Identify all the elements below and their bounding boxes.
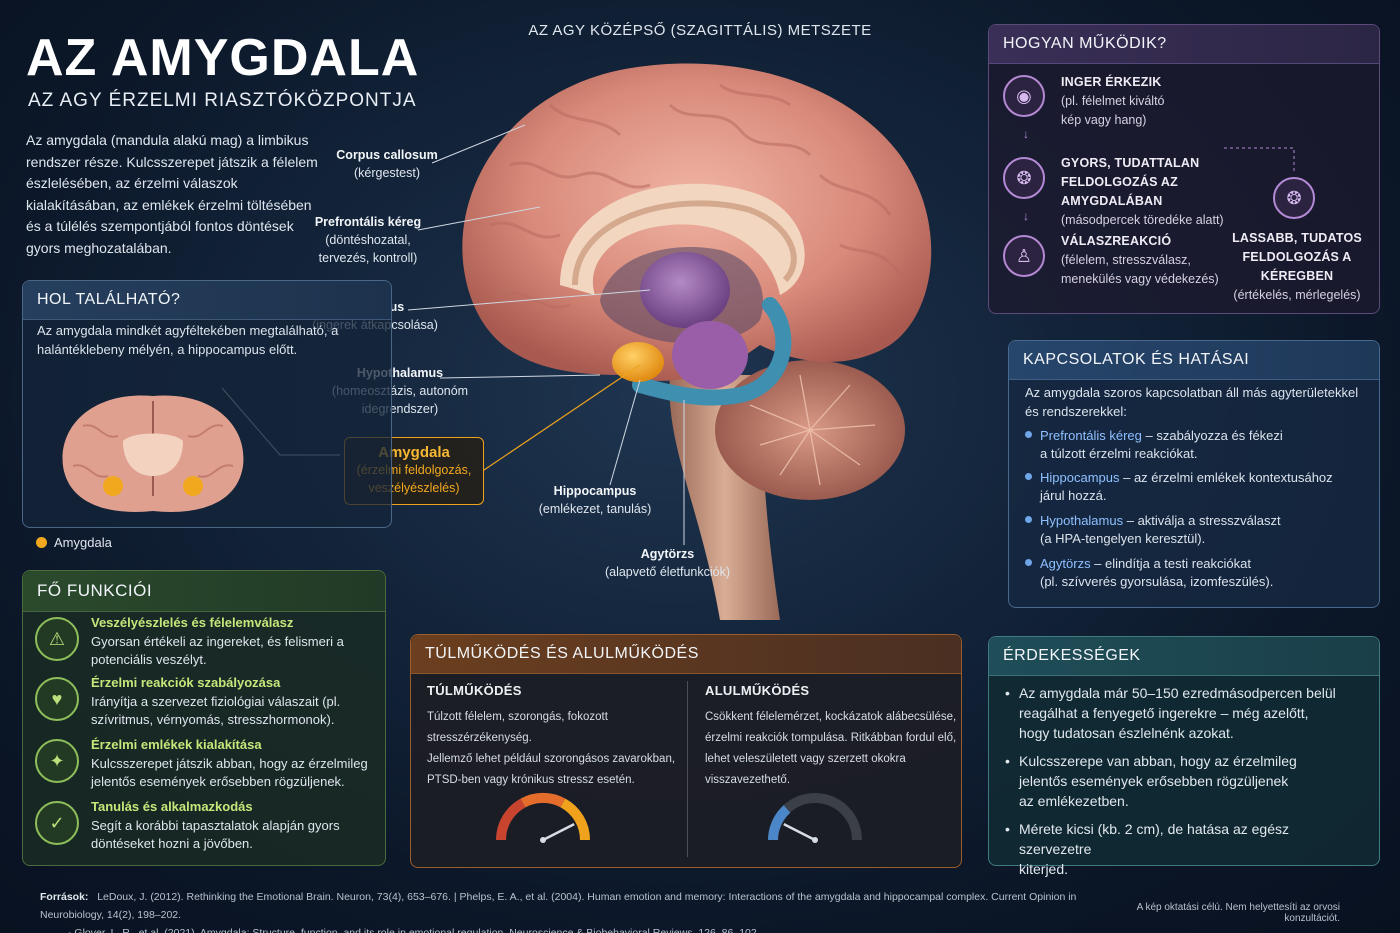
under-gauge [768, 793, 862, 843]
location-text: Az amygdala mindkét agyféltekében megtal… [37, 323, 339, 357]
how-step-stimulus: INGER ÉRKEZIK (pl. félelmet kiváltó kép … [1061, 75, 1165, 127]
connections-title: KAPCSOLATOK ÉS HATÁSAI [1009, 341, 1379, 380]
trivia-item: • Mérete kicsi (kb. 2 cm), de hatása az … [1005, 821, 1289, 877]
main-title: AZ AMYGDALA [26, 29, 420, 87]
dashed-arrow [1224, 147, 1295, 173]
disclaimer: A kép oktatási célú. Nem helyettesíti az… [1136, 902, 1340, 924]
arrow-down-icon: ↓ [1023, 209, 1029, 223]
connection-item: Agytörzs – elindítja a testi reakciókat … [1025, 555, 1375, 591]
under-title: ALULMŰKÖDÉS [705, 683, 810, 698]
connections-intro: Az amygdala szoros kapcsolatban áll más … [1025, 385, 1359, 419]
how-step-processing: GYORS, TUDATTALAN FELDOLGOZÁS AZ AMYGDAL… [1061, 156, 1224, 227]
brain-icon: ❂ [1003, 157, 1045, 199]
label-brainstem: Agytörzs (alapvető életfunkciók) [604, 547, 731, 579]
arrow-down-icon: ↓ [1023, 127, 1029, 141]
cortex-brain-icon: ❂ [1273, 177, 1315, 219]
diagram-title: AZ AGY KÖZÉPSŐ (SZAGITTÁLIS) METSZETE [528, 22, 872, 39]
under-desc: Csökkent félelemérzet, kockázatok alábec… [705, 711, 957, 786]
trivia-title: ÉRDEKESSÉGEK [989, 637, 1379, 676]
label-corpus-callosum: Corpus callosum (kérgestest) [336, 148, 438, 180]
eye-icon: ◉ [1003, 75, 1045, 117]
functions-title: FŐ FUNKCIÓI [23, 571, 385, 612]
over-gauge [495, 792, 591, 843]
function-item: ♥ Érzelmi reakciók szabályozása Irányítj… [35, 675, 375, 735]
person-icon: ♙ [1003, 235, 1045, 277]
sources: Források: LeDoux, J. (2012). Rethinking … [40, 891, 1077, 933]
connection-item: Hypothalamus – aktiválja a stresszválasz… [1025, 512, 1375, 548]
connections-panel: KAPCSOLATOK ÉS HATÁSAI Az amygdala szoro… [1008, 340, 1380, 608]
intro-text: Az amygdala (mandula alakú mag) a limbik… [26, 132, 318, 256]
legend-dot-icon [36, 537, 47, 548]
over-under-title: TÚLMŰKÖDÉS ÉS ALULMŰKÖDÉS [411, 635, 961, 674]
gauge-needle [542, 822, 575, 842]
location-title: HOL TALÁLHATÓ? [23, 281, 391, 320]
trivia-item: • Kulcsszerepe van abban, hogy az érzelm… [1005, 753, 1297, 809]
how-title: HOGYAN MŰKÖDIK? [989, 25, 1379, 64]
function-item: ⚠ Veszélyészlelés és félelemválasz Gyors… [35, 615, 375, 675]
location-panel: HOL TALÁLHATÓ? Az amygdala mindkét agyfé… [22, 280, 392, 528]
learning-icon: ✓ [35, 801, 79, 845]
function-item: ✦ Érzelmi emlékek kialakítása Kulcsszere… [35, 737, 375, 797]
regulation-icon: ♥ [35, 677, 79, 721]
amygdala-legend: Amygdala [36, 535, 112, 550]
connection-item: Prefrontális kéreg – szabályozza és féke… [1025, 427, 1375, 463]
how-side-cortex: LASSABB, TUDATOS FELDOLGOZÁS A KÉREGBEN … [1232, 231, 1362, 302]
main-subtitle: AZ AGY ÉRZELMI RIASZTÓKÖZPONTJA [28, 90, 417, 111]
connection-item: Hippocampus – az érzelmi emlékek kontext… [1025, 469, 1375, 505]
trivia-item: • Az amygdala már 50–150 ezredmásodperce… [1005, 685, 1336, 741]
functions-panel: FŐ FUNKCIÓI ⚠ Veszélyészlelés és félelem… [22, 570, 386, 866]
label-prefrontal: Prefrontális kéreg (döntéshozatal, terve… [314, 215, 422, 265]
function-item: ✓ Tanulás és alkalmazkodás Segít a koráb… [35, 799, 375, 859]
label-hippocampus: Hippocampus (emlékezet, tanulás) [538, 484, 652, 516]
trivia-panel: ÉRDEKESSÉGEK • Az amygdala már 50–150 ez… [988, 636, 1380, 877]
divider [687, 681, 688, 857]
brain-sagittal-illustration [462, 63, 932, 620]
coronal-brain-illustration [62, 395, 244, 512]
over-desc: Túlzott félelem, szorongás, fokozott str… [427, 711, 676, 786]
memory-icon: ✦ [35, 739, 79, 783]
gauge-needle [783, 822, 816, 842]
how-step-response: VÁLASZREAKCIÓ (félelem, stresszválasz, m… [1061, 234, 1219, 286]
alert-icon: ⚠ [35, 617, 79, 661]
over-title: TÚLMŰKÖDÉS [427, 683, 522, 698]
how-panel: HOGYAN MŰKÖDIK? ◉ INGER ÉRKEZIK (pl. fél… [988, 24, 1380, 314]
over-under-panel: TÚLMŰKÖDÉS ÉS ALULMŰKÖDÉS TÚLMŰKÖDÉS Túl… [410, 634, 962, 868]
